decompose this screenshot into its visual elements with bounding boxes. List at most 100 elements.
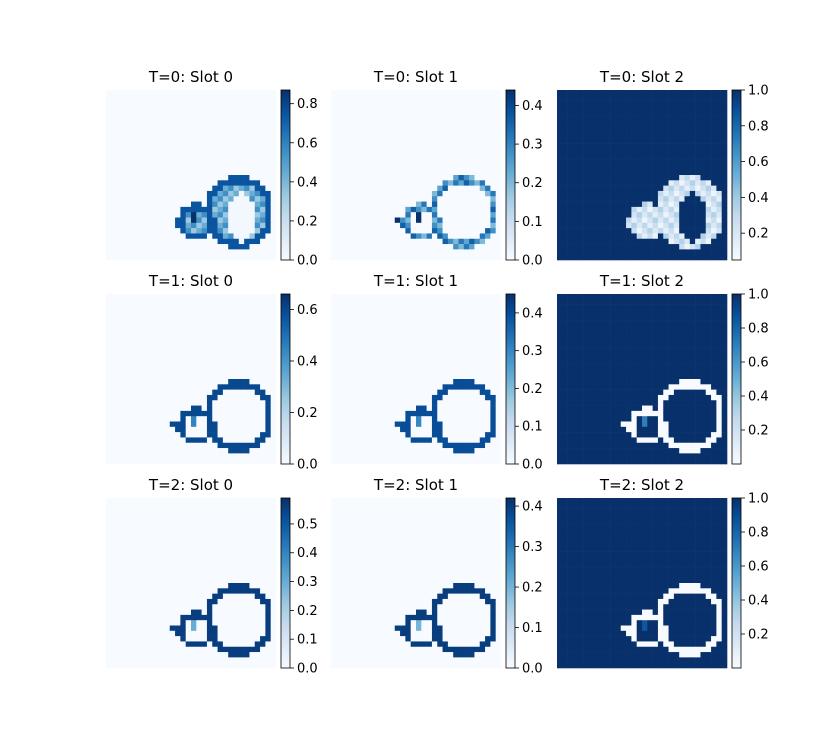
heatmap-cell — [116, 228, 123, 234]
heatmap-cell — [583, 95, 590, 101]
heatmap-cell — [352, 347, 358, 353]
heatmap-cell — [191, 254, 197, 261]
heatmap-cell — [389, 196, 396, 202]
heatmap-cell — [265, 201, 271, 208]
heatmap-cell — [148, 442, 155, 449]
heatmap-cell — [196, 352, 202, 359]
heatmap-cell — [352, 309, 358, 316]
heatmap-cell — [557, 153, 563, 160]
heatmap-cell — [331, 100, 337, 107]
heatmap-cell — [127, 217, 133, 224]
heatmap-cell — [620, 249, 627, 255]
heatmap-cell — [588, 153, 595, 160]
heatmap-cell — [679, 143, 685, 149]
heatmap-cell — [562, 238, 568, 245]
heatmap-cell — [373, 315, 380, 321]
heatmap-cell — [394, 249, 401, 255]
heatmap-cell — [116, 95, 123, 101]
heatmap-cell — [373, 228, 380, 234]
heatmap-cell — [191, 336, 197, 343]
heatmap-cell — [684, 111, 691, 117]
heatmap-cell — [695, 175, 701, 181]
heatmap-cell — [265, 405, 271, 412]
heatmap-cell — [121, 196, 128, 202]
heatmap-cell — [437, 148, 443, 155]
heatmap-cell — [238, 217, 245, 224]
heatmap-cell — [212, 309, 218, 316]
heatmap-cell — [410, 105, 417, 112]
heatmap-cell — [175, 159, 181, 165]
heatmap-cell — [437, 190, 443, 197]
heatmap-cell — [143, 442, 149, 449]
heatmap-cell — [352, 233, 358, 240]
heatmap-cell — [159, 190, 165, 197]
heatmap-cell — [485, 331, 491, 337]
heatmap-cell — [331, 217, 337, 224]
heatmap-cell — [201, 228, 208, 234]
heatmap-cell — [384, 127, 390, 133]
heatmap-cell — [121, 201, 128, 208]
heatmap-cell — [578, 244, 584, 250]
heatmap-cell — [270, 309, 277, 316]
heatmap-cell — [604, 190, 611, 197]
heatmap-cell — [228, 341, 234, 348]
heatmap-cell — [615, 164, 622, 170]
heatmap-cell — [705, 201, 712, 208]
heatmap-cell — [111, 228, 117, 234]
heatmap-cell — [222, 132, 229, 139]
heatmap-cell — [431, 217, 438, 224]
heatmap-cell — [249, 132, 256, 139]
heatmap-cell — [485, 410, 491, 417]
heatmap-cell — [127, 448, 133, 454]
heatmap-cell — [352, 180, 358, 186]
heatmap-cell — [705, 95, 712, 101]
heatmap-cell — [458, 143, 465, 149]
heatmap-cell — [453, 159, 459, 165]
heatmap-cell — [254, 410, 261, 417]
heatmap-cell — [711, 121, 717, 128]
heatmap-cell — [426, 105, 433, 112]
heatmap-cell — [212, 254, 218, 261]
heatmap-cell — [447, 309, 454, 316]
heatmap-cell — [647, 222, 653, 229]
heatmap-cell — [663, 137, 669, 144]
heatmap-cell — [137, 315, 144, 321]
heatmap-cell — [389, 90, 396, 96]
heatmap-cell — [474, 426, 481, 433]
heatmap-cell — [626, 111, 632, 117]
heatmap-cell — [684, 222, 691, 229]
heatmap-cell — [260, 164, 266, 170]
heatmap-cell — [378, 121, 385, 128]
heatmap-cell — [159, 222, 165, 229]
heatmap-cell — [212, 352, 218, 359]
heatmap-cell — [341, 254, 348, 261]
heatmap-cell — [721, 212, 728, 218]
heatmap-cell — [201, 453, 208, 459]
heatmap-cell — [357, 180, 364, 186]
heatmap-cell — [331, 137, 337, 144]
heatmap-cell — [238, 341, 245, 348]
heatmap-cell — [164, 368, 171, 374]
heatmap-cell — [106, 336, 112, 343]
heatmap-cell — [180, 379, 186, 385]
heatmap-cell — [594, 137, 600, 144]
heatmap-cell — [610, 121, 616, 128]
heatmap-cell — [474, 421, 481, 428]
heatmap-cell — [260, 206, 266, 213]
heatmap-cell — [437, 373, 443, 380]
heatmap-cell — [394, 400, 401, 406]
heatmap-cell — [469, 336, 475, 343]
heatmap-cell — [143, 410, 149, 417]
heatmap-cell — [106, 352, 112, 359]
heatmap-cell — [185, 153, 192, 160]
heatmap-cell — [137, 294, 144, 300]
heatmap-cell — [196, 294, 202, 300]
heatmap-cell — [431, 206, 438, 213]
heatmap-cell — [578, 143, 584, 149]
heatmap-cell — [159, 238, 165, 245]
heatmap-cell — [270, 143, 277, 149]
heatmap-cell — [265, 336, 271, 343]
heatmap-cell — [479, 426, 486, 433]
heatmap-cell — [106, 143, 112, 149]
heatmap-cell — [578, 238, 584, 245]
